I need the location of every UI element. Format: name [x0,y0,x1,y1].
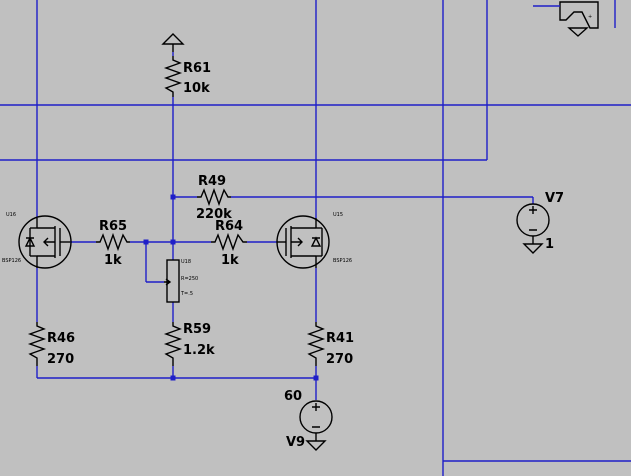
resistor-r64[interactable]: R64 1k [211,219,247,268]
r65-value: 1k [104,253,122,268]
r49-ref: R49 [198,174,226,189]
resistor-icon [27,322,47,366]
resistor-icon [197,187,231,207]
r65-ref: R65 [99,219,127,234]
r46-value: 270 [47,352,74,367]
mosfet-icon [18,215,72,269]
resistor-icon [306,322,326,366]
opamp-partial[interactable]: + [533,1,599,37]
v9-ref: V9 [286,435,305,450]
potentiometer-u18[interactable]: U18 R=250 T=.5 [164,259,198,303]
u16-model: BSP126 [2,258,21,264]
resistor-r46[interactable]: R46 270 [27,322,75,367]
r59-ref: R59 [183,322,211,337]
u15-ref: U15 [333,212,343,218]
junction-dot [170,194,176,200]
voltage-source-v9[interactable]: 60 V9 [284,389,333,451]
opamp-icon [559,1,599,29]
voltage-source-v7[interactable]: V7 1 [516,191,564,254]
v7-value: 1 [545,237,554,252]
resistor-icon [96,232,130,252]
junction-dot [143,239,149,245]
r41-ref: R41 [326,331,354,346]
r64-value: 1k [221,253,239,268]
supply-arrow-icon [161,33,185,52]
mosfet-u15[interactable]: U15 BSP126 [276,212,352,269]
r59-value: 1.2k [183,343,215,358]
r46-ref: R46 [47,331,75,346]
resistor-r49[interactable]: R49 220k [196,174,232,222]
u18-param2: T=.5 [180,291,193,297]
r64-ref: R64 [215,219,243,234]
v9-value: 60 [284,389,302,404]
r41-value: 270 [326,352,353,367]
resistor-r65[interactable]: R65 1k [96,219,130,268]
resistor-r41[interactable]: R41 270 [306,322,354,367]
ground-icon [567,27,589,37]
mosfet-u16[interactable]: U16 BSP126 [2,212,72,269]
ground-icon [305,440,327,451]
junction-dot [313,375,319,381]
resistor-icon [211,232,247,252]
wiper-arrow-icon [164,278,172,286]
resistor-r59[interactable]: R59 1.2k [163,322,215,366]
r49-value: 220k [196,207,232,222]
u16-ref: U16 [6,212,16,218]
u15-model: BSP126 [333,258,352,264]
junction-dot [170,375,176,381]
resistor-icon [163,56,183,97]
u18-param1: R=250 [181,276,198,282]
junction-dot [170,239,176,245]
v7-ref: V7 [545,191,564,206]
opamp-plus: + [588,14,592,20]
u18-ref: U18 [181,259,191,265]
resistor-icon [163,322,183,366]
junctions [143,194,319,381]
potentiometer-icon [166,259,180,303]
resistor-r61[interactable]: R61 10k [163,56,211,97]
ground-icon [522,243,544,254]
r61-ref: R61 [183,61,211,76]
r61-value: 10k [183,81,210,96]
